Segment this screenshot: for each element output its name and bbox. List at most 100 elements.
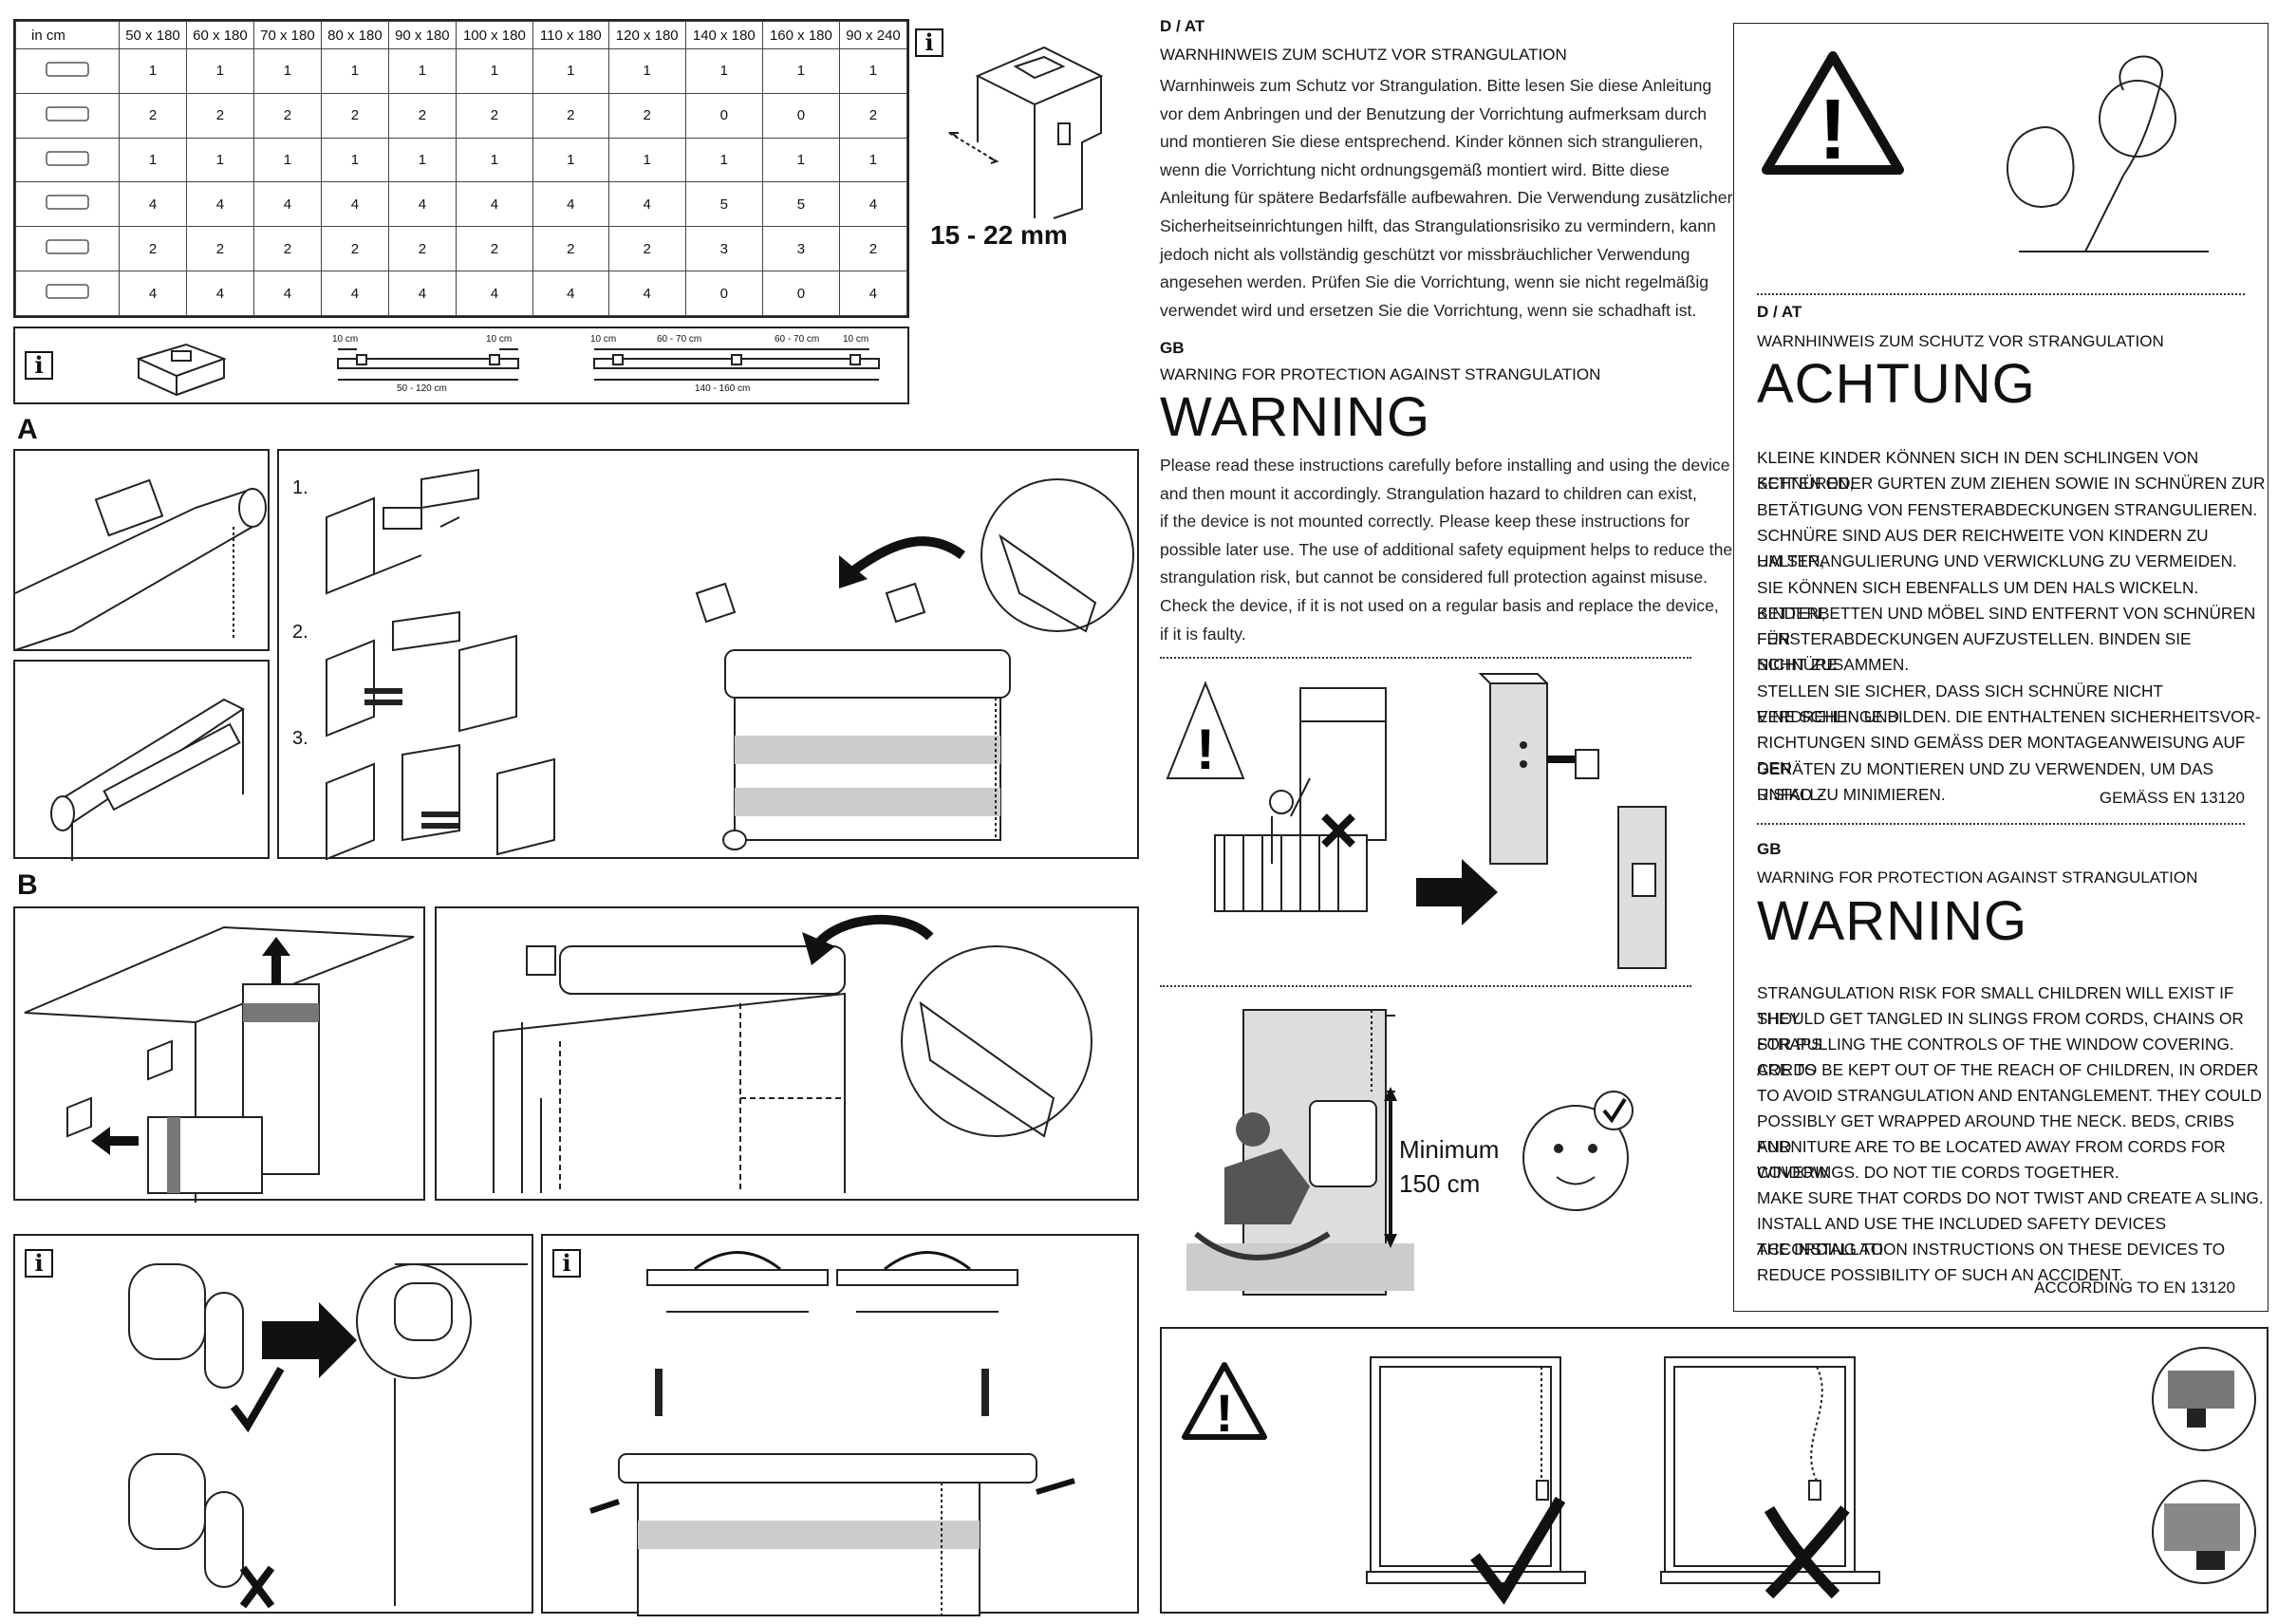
de-label-region: D / AT	[1757, 303, 1802, 321]
text-line: FURNITURE ARE TO BE LOCATED AWAY FROM CO…	[1757, 1137, 2226, 1182]
spacing-label: 10 cm	[332, 334, 359, 345]
text-line: INSTALL AND USE THE INCLUDED SAFETY DEVI…	[1757, 1214, 2167, 1259]
table-cell: 2	[252, 92, 322, 139]
divider	[1160, 657, 1691, 659]
size-header: 120 x 180	[607, 21, 686, 49]
table-cell: 2	[532, 226, 609, 272]
step-label: 1.	[292, 477, 308, 498]
table-cell: 1	[387, 137, 457, 183]
size-header: 160 x 180	[761, 21, 840, 49]
table-cell: 2	[185, 226, 254, 272]
bracket-pair-icon	[15, 92, 120, 139]
cord-tension-info-panel: i	[541, 1234, 1139, 1616]
table-cell: 3	[761, 226, 840, 272]
clamp-bracket-icon	[136, 343, 227, 397]
text-line: SIE KÖNNEN SICH EBENFALLS UM DEN HALS WI…	[1757, 577, 2199, 623]
correct-window-illustration	[1366, 1356, 1586, 1605]
step-label: 2.	[292, 622, 308, 643]
bracket-clamp-illustration	[947, 46, 1104, 219]
table-cell: 4	[185, 271, 254, 316]
table-cell: 0	[684, 92, 763, 139]
text-line: verwendet wird und ersetzen Sie die Vorr…	[1160, 300, 1697, 320]
svg-text:!: !	[1196, 718, 1215, 781]
table-cell: 4	[532, 181, 609, 228]
gb-label-title: WARNING	[1757, 890, 2028, 952]
warning-label-box: ! D / AT WARNHINWEIS ZUM SCHUTZ VOR STRA…	[1733, 23, 2269, 1312]
roller-blind-mount-illustration	[695, 478, 1134, 850]
table-cell: 2	[320, 226, 389, 272]
info-icon: i	[915, 28, 943, 57]
gb-intro-heading: WARNING FOR PROTECTION AGAINST STRANGULA…	[1160, 365, 1601, 383]
text-line: THE INSTALLATION INSTRUCTIONS ON THESE D…	[1757, 1240, 2226, 1259]
gb-label-heading: WARNING FOR PROTECTION AGAINST STRANGULA…	[1757, 868, 2198, 887]
de-label-title: ACHTUNG	[1757, 353, 2036, 415]
table-cell: 4	[607, 271, 686, 316]
text-line: if the device is not mounted correctly. …	[1160, 512, 1690, 532]
text-line: MAKE SURE THAT CORDS DO NOT TWIST AND CR…	[1757, 1188, 2264, 1207]
section-b-panel-1	[13, 906, 425, 1203]
text-line: TO AVOID STRANGULATION AND ENTANGLEMENT.…	[1757, 1086, 2262, 1105]
unit-header: in cm	[15, 21, 120, 49]
cord-tension-illustration	[589, 1251, 1075, 1616]
end-cap-correct-illustration	[128, 1263, 528, 1609]
table-cell: 2	[387, 92, 457, 139]
window-blind-clip-illustration	[493, 914, 1092, 1193]
size-header: 80 x 180	[320, 21, 389, 49]
table-cell: 1	[455, 48, 533, 94]
table-cell: 4	[185, 181, 254, 228]
child-cord-hazard-illustration	[2007, 55, 2209, 252]
cord-weight-icon	[15, 137, 120, 183]
table-cell: 1	[455, 137, 533, 183]
spacing-label: 50 - 120 cm	[397, 383, 447, 394]
divider	[1160, 985, 1691, 987]
table-cell: 2	[320, 92, 389, 139]
table-cell: 2	[387, 226, 457, 272]
table-cell: 4	[455, 181, 533, 228]
section-b-panel-2	[435, 906, 1139, 1201]
text-line: strangulation risk, but cannot be consid…	[1160, 568, 1708, 588]
de-label-standard: GEMÄSS EN 13120	[2099, 789, 2245, 807]
table-cell: 1	[607, 48, 686, 94]
table-cell: 2	[119, 226, 187, 272]
text-line: ARE TO BE KEPT OUT OF THE REACH OF CHILD…	[1757, 1060, 2259, 1079]
text-line: vor dem Anbringen und der Benutzung der …	[1160, 103, 1708, 123]
table-cell: 1	[185, 137, 254, 183]
table-cell: 0	[761, 271, 840, 316]
table-cell: 4	[119, 271, 187, 316]
text-line: angesehen werden. Prüfen Sie die Vorrich…	[1160, 272, 1709, 292]
text-line: STELLEN SIE SICHER, DASS SICH SCHNÜRE NI…	[1757, 681, 2163, 726]
table-cell: 4	[252, 271, 322, 316]
screw-dowel-icon	[15, 181, 120, 228]
warning-triangle-icon: !	[1182, 1362, 1267, 1443]
table-cell: 4	[387, 271, 457, 316]
svg-text:!: !	[1819, 83, 1847, 177]
table-cell: 1	[387, 48, 457, 94]
step-label: 3.	[292, 728, 308, 749]
table-cell: 2	[607, 92, 686, 139]
text-line: Sicherheitseinrichtungen hilft, das Stra…	[1160, 216, 1716, 235]
incorrect-window-illustration	[1660, 1356, 1880, 1599]
text-line: SCHNÜRE SIND AUS DER REICHWEITE VON KIND…	[1757, 525, 2209, 570]
thickness-label: 15 - 22 mm	[930, 220, 1068, 250]
text-line: RISIKO ZU MINIMIEREN.	[1757, 784, 1946, 804]
text-line: STRANGULATION RISK FOR SMALL CHILDREN WI…	[1757, 983, 2234, 1028]
table-cell: 4	[252, 181, 322, 228]
table-cell: 5	[761, 181, 840, 228]
text-line: KLEINE KINDER KÖNNEN SICH IN DEN SCHLING…	[1757, 448, 2199, 493]
table-cell: 1	[838, 137, 908, 183]
spacing-label: 10 cm	[590, 334, 617, 345]
minimum-height-illustration	[1186, 1009, 1634, 1296]
section-a-panel-steps: 1. 2. 3.	[277, 449, 1139, 861]
section-a-label: A	[17, 414, 38, 445]
table-cell: 0	[761, 92, 840, 139]
de-intro-region: D / AT	[1160, 17, 1205, 35]
text-line: COVERINGS. DO NOT TIE CORDS TOGETHER.	[1757, 1163, 2119, 1182]
text-line: GERÄTEN ZU MONTIEREN UND ZU VERWENDEN, U…	[1757, 758, 2213, 804]
wall-mount-illustration	[24, 925, 415, 1203]
spacing-label: 10 cm	[843, 334, 869, 345]
size-header: 50 x 180	[119, 21, 187, 49]
divider	[1757, 293, 2245, 295]
